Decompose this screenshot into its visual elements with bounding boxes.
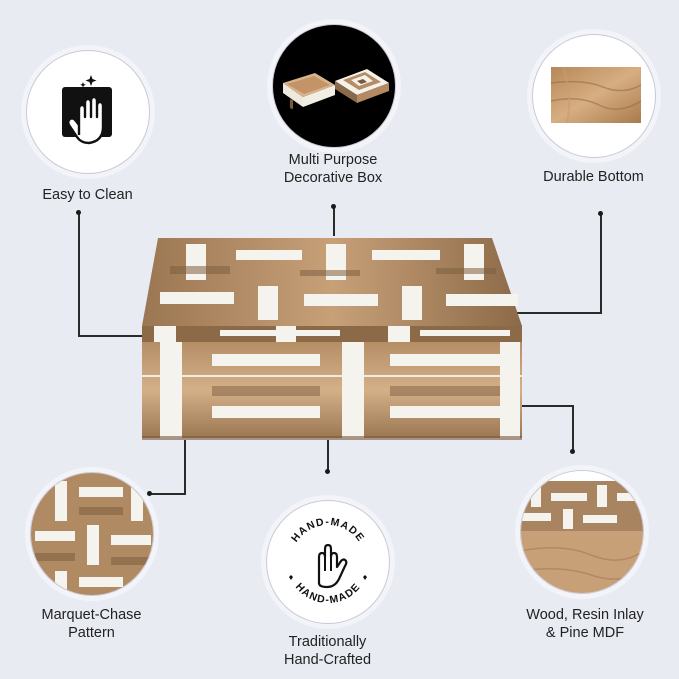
connector-easy-clean-vertical: [78, 212, 80, 336]
connector-materials-dot: [570, 449, 575, 454]
handcrafted-label: Traditionally Hand-Crafted: [250, 633, 405, 669]
hand-made-stamp-icon: HAND-MADE HAND-MADE: [289, 516, 367, 607]
connector-durable-dot: [598, 211, 603, 216]
multi-purpose-line1: Multi Purpose: [288, 152, 378, 168]
connector-marquet-vertical: [184, 440, 186, 494]
easy-clean-circle: [26, 50, 150, 174]
materials-line2: & Pine MDF: [545, 625, 625, 641]
durable-bottom-label: Durable Bottom: [543, 169, 644, 185]
marquet-chase-circle: [30, 472, 154, 596]
wood-resin-corner-icon: [521, 471, 643, 593]
wood-panel-icon: [550, 66, 642, 124]
connector-easy-clean-horizontal: [78, 335, 150, 337]
handcrafted-line1: Traditionally: [288, 634, 367, 650]
connector-multi-purpose-vertical: [333, 206, 335, 236]
main-product-box: [142, 238, 522, 440]
connector-marquet-dot: [147, 491, 152, 496]
marquet-chase-label: Marquet-Chase Pattern: [14, 606, 169, 642]
marquet-chase-line2: Pattern: [68, 625, 115, 641]
connector-multi-purpose-dot: [331, 204, 336, 209]
multi-purpose-line2: Decorative Box: [283, 170, 383, 186]
stamp-text-top: HAND-MADE: [289, 516, 367, 545]
connector-durable-vertical: [600, 214, 602, 312]
marquet-chase-line1: Marquet-Chase: [41, 607, 142, 623]
durable-bottom-circle: [532, 34, 656, 158]
materials-circle: [520, 470, 644, 594]
multi-purpose-label: Multi Purpose Decorative Box: [250, 151, 416, 187]
connector-materials-vertical: [572, 405, 574, 451]
connector-materials-horizontal: [515, 405, 573, 407]
pattern-closeup-icon: [31, 473, 153, 595]
open-box-icon: [283, 69, 389, 110]
handcrafted-circle: HAND-MADE HAND-MADE: [266, 500, 390, 624]
materials-line1: Wood, Resin Inlay: [526, 607, 644, 623]
connector-handcrafted-vertical: [327, 440, 329, 470]
stamp-text-bottom: HAND-MADE: [293, 581, 363, 607]
wipe-cloth-hand-icon: [62, 75, 112, 145]
handcrafted-line2: Hand-Crafted: [283, 652, 372, 668]
easy-clean-label: Easy to Clean: [42, 187, 133, 203]
connector-easy-clean-dot: [76, 210, 81, 215]
connector-handcrafted-dot: [325, 469, 330, 474]
multi-purpose-circle: [272, 24, 396, 148]
materials-label: Wood, Resin Inlay & Pine MDF: [500, 606, 670, 642]
connector-durable-horizontal: [512, 312, 602, 314]
connector-marquet-horizontal: [150, 493, 186, 495]
